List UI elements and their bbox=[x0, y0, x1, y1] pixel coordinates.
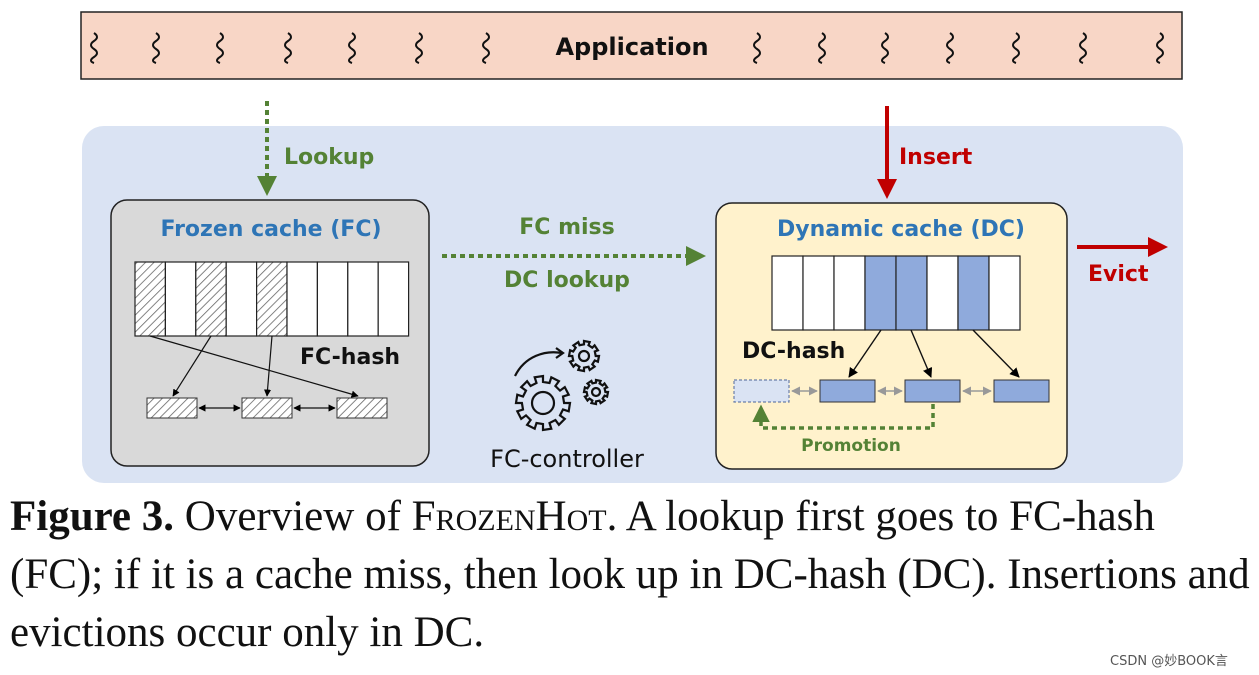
thread-squiggle-icon bbox=[152, 32, 160, 64]
dc-slot-array bbox=[771, 255, 1021, 331]
dc-slot bbox=[957, 255, 990, 331]
fc-slot bbox=[164, 261, 197, 337]
fc-slot bbox=[225, 261, 258, 337]
thread-squiggle-icon bbox=[284, 32, 292, 64]
lookup-label: Lookup bbox=[284, 145, 374, 170]
gears-icon bbox=[514, 339, 610, 432]
thread-squiggle-icon bbox=[753, 32, 761, 64]
application-bar bbox=[80, 11, 1183, 80]
fc-slot bbox=[377, 261, 410, 337]
fc-controller-label: FC-controller bbox=[490, 445, 644, 473]
dc-slot bbox=[833, 255, 866, 331]
thread-squiggle-icon bbox=[90, 32, 98, 64]
fc-slot bbox=[286, 261, 318, 337]
watermark: CSDN @妙BOOK言 bbox=[1110, 654, 1228, 669]
thread-squiggles bbox=[90, 32, 1164, 64]
thread-squiggle-icon bbox=[216, 32, 224, 64]
thread-squiggle-icon bbox=[818, 32, 826, 64]
caption-figure-number: Figure 3. bbox=[10, 493, 175, 540]
dc-slot bbox=[802, 255, 835, 331]
fc-slot bbox=[195, 261, 227, 337]
frozenhot-diagram: Application Lookup Insert Frozen cache (… bbox=[80, 11, 1183, 483]
promotion-label: Promotion bbox=[801, 436, 901, 456]
thread-squiggle-icon bbox=[415, 32, 423, 64]
fc-linked-list bbox=[146, 397, 388, 419]
thread-squiggle-icon bbox=[946, 32, 954, 64]
thread-squiggle-icon bbox=[1012, 32, 1020, 64]
insert-label: Insert bbox=[899, 145, 973, 170]
promotion-arrow bbox=[752, 404, 935, 430]
fc-slot bbox=[316, 261, 349, 337]
fc-slot-array bbox=[134, 261, 410, 337]
caption-text-1: Overview of bbox=[174, 493, 412, 540]
caption-text-2: . A lookup first goes to FC-hash (FC); i… bbox=[10, 493, 1250, 656]
frozen-cache-title: Frozen cache (FC) bbox=[160, 217, 381, 242]
dc-hash-label: DC-hash bbox=[742, 339, 845, 364]
dc-slot bbox=[895, 255, 928, 331]
fc-hash-label: FC-hash bbox=[300, 345, 400, 370]
caption-system-name: FrozenHot bbox=[411, 493, 607, 540]
thread-squiggle-icon bbox=[482, 32, 490, 64]
fc-slot bbox=[347, 261, 379, 337]
figure-caption: Figure 3. Overview of FrozenHot. A looku… bbox=[10, 488, 1255, 662]
application-label: Application bbox=[555, 33, 708, 61]
dynamic-cache-title: Dynamic cache (DC) bbox=[777, 217, 1025, 242]
thread-squiggle-icon bbox=[881, 32, 889, 64]
thread-squiggle-icon bbox=[1156, 32, 1164, 64]
dc-pointers bbox=[848, 329, 1020, 378]
thread-squiggle-icon bbox=[348, 32, 356, 64]
dc-lookup-label: DC lookup bbox=[504, 268, 630, 293]
fc-slot bbox=[256, 261, 288, 337]
dc-slot bbox=[864, 255, 897, 331]
fc-pointers bbox=[149, 335, 359, 398]
fc-slot bbox=[134, 261, 166, 337]
fc-miss-label: FC miss bbox=[519, 215, 615, 240]
thread-squiggle-icon bbox=[1079, 32, 1087, 64]
dc-slot bbox=[926, 255, 959, 331]
evict-label: Evict bbox=[1088, 262, 1149, 287]
dc-linked-list bbox=[733, 379, 1050, 403]
dc-slot bbox=[988, 255, 1021, 331]
dc-slot bbox=[771, 255, 804, 331]
